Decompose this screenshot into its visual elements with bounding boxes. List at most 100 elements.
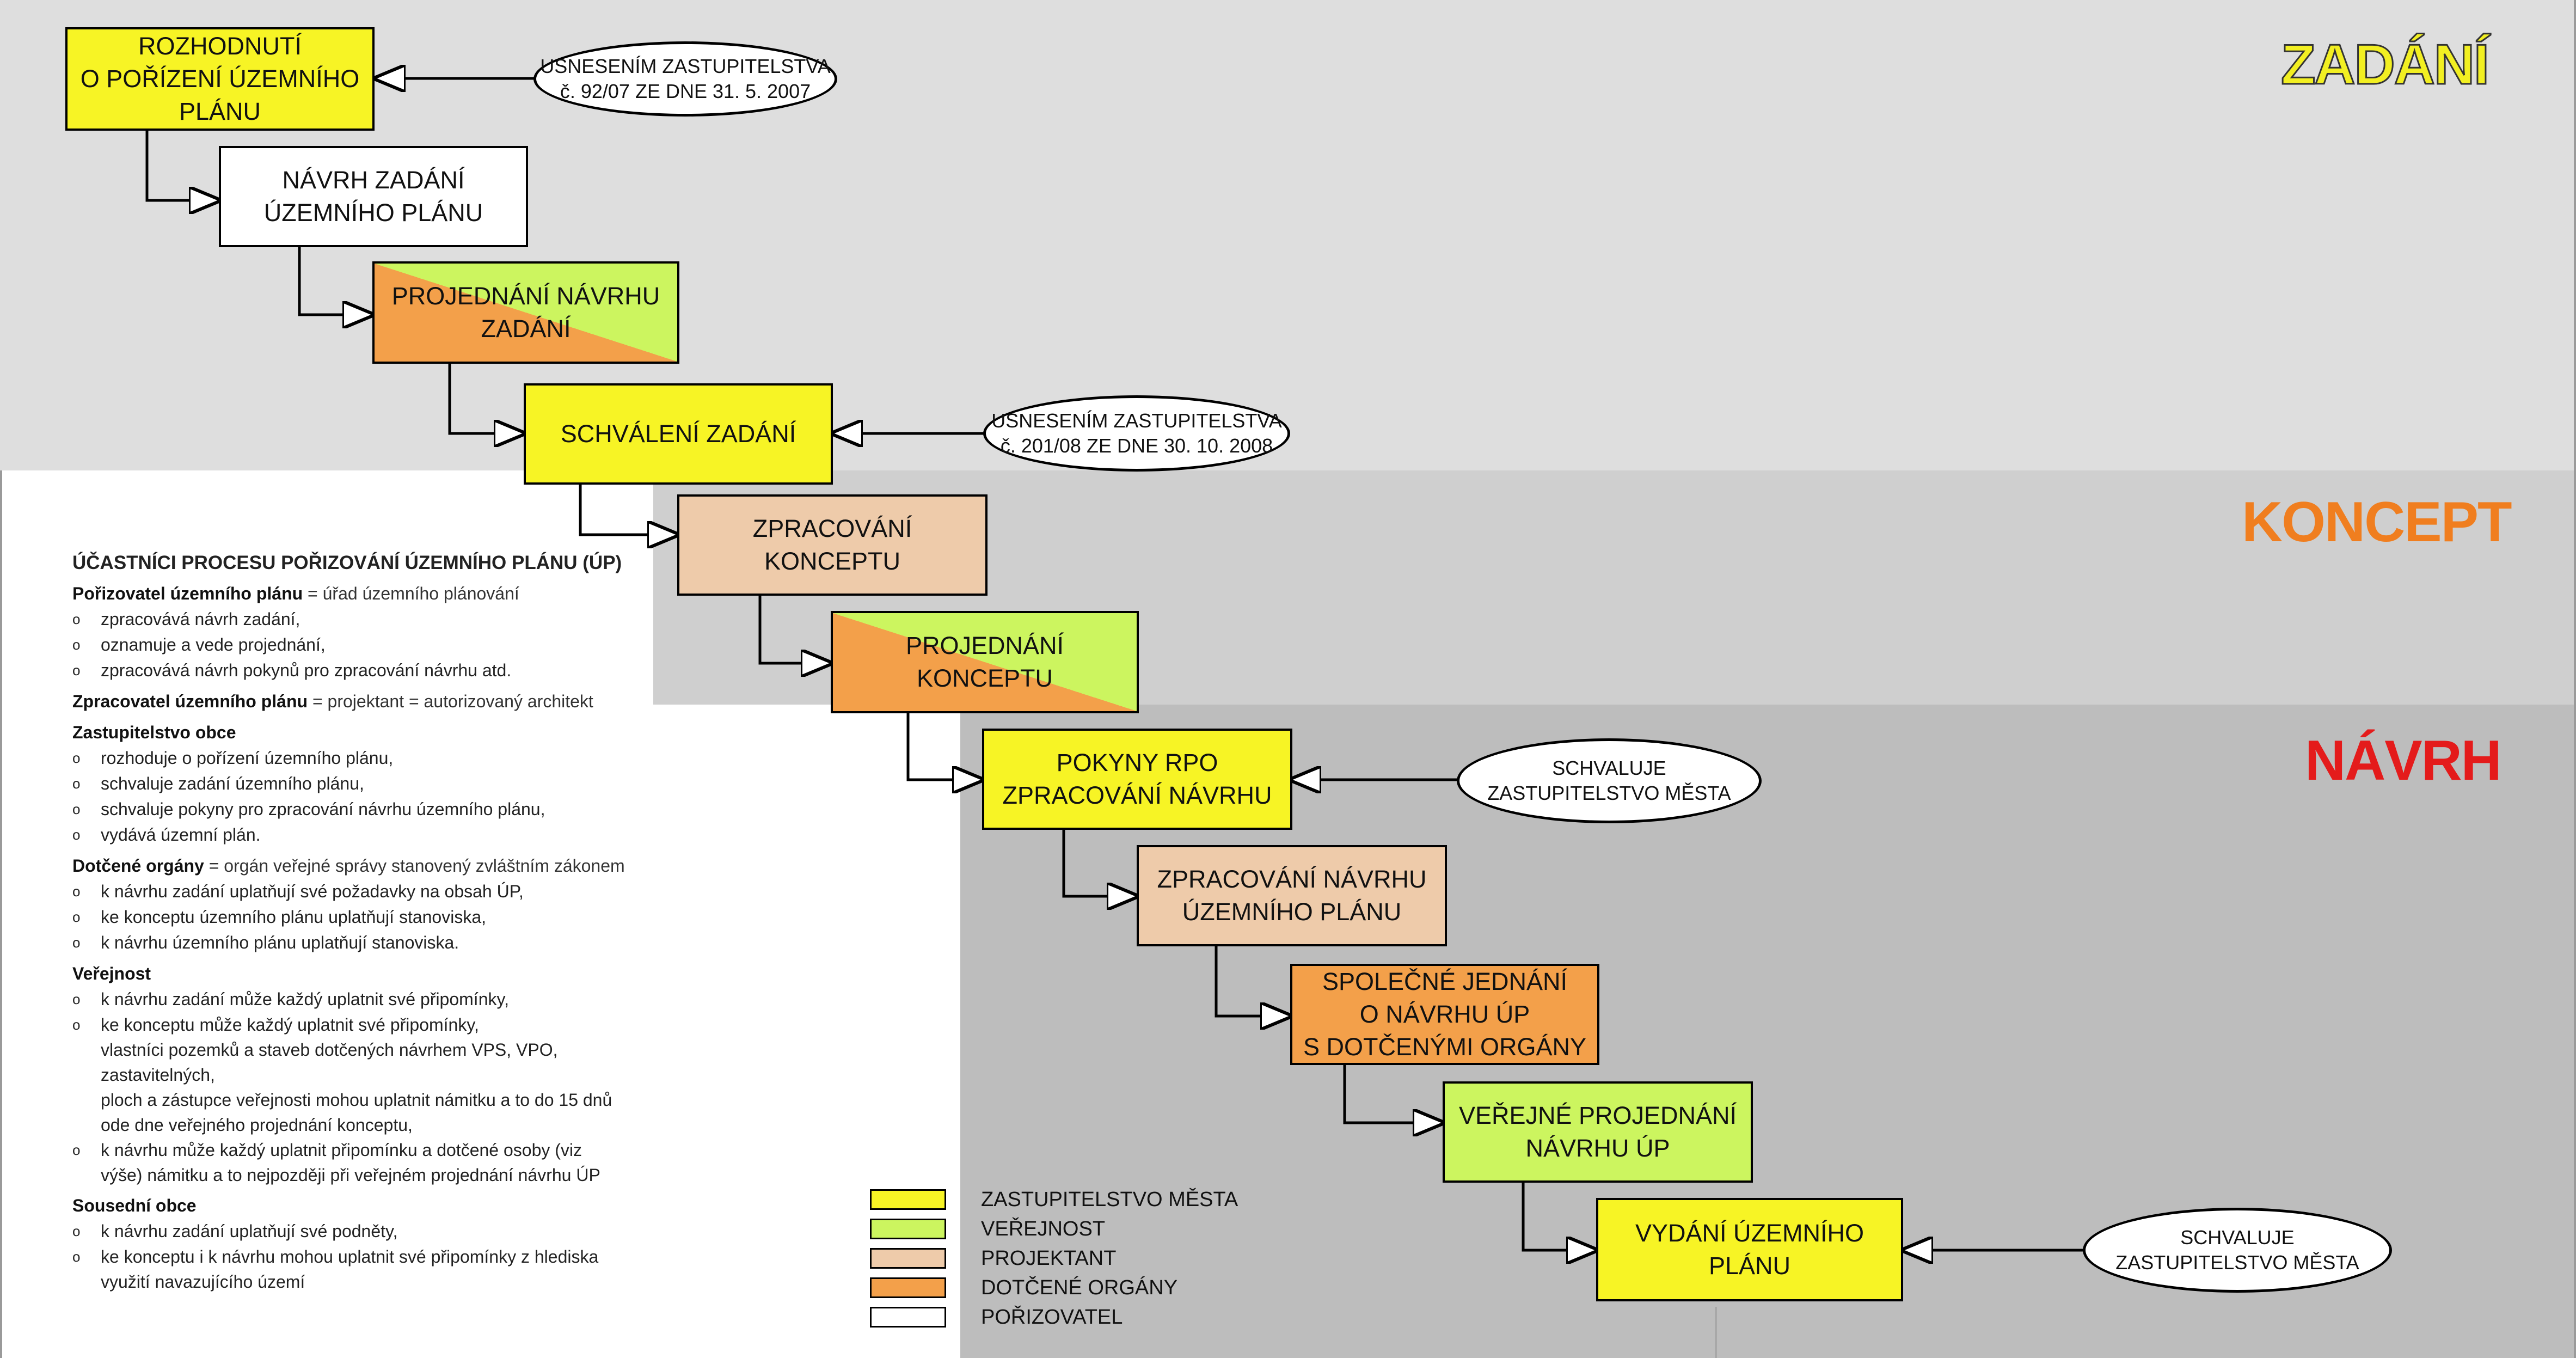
participant-groups: Pořizovatel územního plánu = úřad územní… xyxy=(72,581,677,1294)
duty-text: rozhoduje o pořízení územního plánu, xyxy=(101,748,394,768)
legend-swatch xyxy=(870,1219,946,1239)
bullet-icon: o xyxy=(72,827,81,843)
step-label: SCHVÁLENÍ ZADÁNÍ xyxy=(560,420,796,448)
participant-duty: o oznamuje a vede projednání, xyxy=(72,632,677,658)
step-label: PROJEDNÁNÍ KONCEPTU xyxy=(905,632,1064,692)
bullet-icon: o xyxy=(72,637,81,653)
connector-5-6 xyxy=(758,596,831,663)
participant-duty: o vydává územní plán. xyxy=(72,822,677,848)
bullet-icon: o xyxy=(72,1017,81,1033)
participant-group-heading: Sousední obce xyxy=(72,1193,677,1219)
step-draft-processing[interactable]: ZPRACOVÁNÍ NÁVRHU ÚZEMNÍHO PLÁNU xyxy=(1137,845,1447,946)
bullet-icon: o xyxy=(72,1142,81,1158)
step-plan-issue[interactable]: VYDÁNÍ ÚZEMNÍHO PLÁNU xyxy=(1596,1198,1903,1301)
duty-text: oznamuje a vede projednání, xyxy=(101,635,326,654)
participant-duty: o schvaluje zadání územního plánu, xyxy=(72,771,677,797)
connector-4-5 xyxy=(579,481,677,535)
bullet-icon: o xyxy=(72,991,81,1007)
bullet-icon: o xyxy=(72,750,81,766)
duty-text: ke konceptu může každý uplatnit své přip… xyxy=(101,1015,612,1135)
legend-label: DOTČENÉ ORGÁNY xyxy=(981,1276,1178,1299)
bullet-icon: o xyxy=(72,611,81,627)
step-assignment-draft[interactable]: NÁVRH ZADÁNÍ ÚZEMNÍHO PLÁNU xyxy=(219,146,528,247)
step-assignment-approval[interactable]: SCHVÁLENÍ ZADÁNÍ xyxy=(524,383,833,485)
step-joint-meeting[interactable]: SPOLEČNÉ JEDNÁNÍ O NÁVRHU ÚP S DOTČENÝMI… xyxy=(1290,964,1599,1065)
connector-2-3 xyxy=(298,247,372,315)
participant-group-heading: Zastupitelstvo obce xyxy=(72,720,677,745)
connector-10-11 xyxy=(1522,1183,1596,1250)
participant-name: Veřejnost xyxy=(72,964,151,983)
participant-description: = orgán veřejné správy stanovený zvláštn… xyxy=(204,856,625,876)
step-public-discussion[interactable]: VEŘEJNÉ PROJEDNÁNÍ NÁVRHU ÚP xyxy=(1443,1081,1753,1183)
approval-note: SCHVALUJE ZASTUPITELSTVO MĚSTA xyxy=(2083,1208,2392,1293)
participant-name: Dotčené orgány xyxy=(72,856,204,876)
participants-title: ÚČASTNÍCI PROCESU POŘIZOVÁNÍ ÚZEMNÍHO PL… xyxy=(72,552,622,573)
participant-duty: o zpracovává návrh pokynů pro zpracování … xyxy=(72,658,677,683)
participants-panel: ÚČASTNÍCI PROCESU POŘIZOVÁNÍ ÚZEMNÍHO PL… xyxy=(72,550,677,1294)
connector-9-10 xyxy=(1343,1064,1443,1123)
approval-note: SCHVALUJE ZASTUPITELSTVO MĚSTA xyxy=(1457,738,1762,823)
duty-text: k návrhu zadání uplatňují své podněty, xyxy=(101,1221,398,1241)
duty-text: k návrhu může každý uplatnit připomínku … xyxy=(101,1140,600,1185)
legend-label: PROJEKTANT xyxy=(981,1247,1117,1270)
legend-swatch xyxy=(870,1277,946,1298)
legend-label: POŘIZOVATEL xyxy=(981,1306,1123,1329)
participant-description: = projektant = autorizovaný architekt xyxy=(308,692,593,711)
step-decision[interactable]: ROZHODNUTÍ O POŘÍZENÍ ÚZEMNÍHO PLÁNU xyxy=(65,27,375,131)
duty-text: k návrhu územního plánu uplatňují stanov… xyxy=(101,933,459,952)
step-label: NÁVRH ZADÁNÍ ÚZEMNÍHO PLÁNU xyxy=(263,166,483,227)
participant-duty: o rozhoduje o pořízení územního plánu, xyxy=(72,745,677,771)
legend-label: ZASTUPITELSTVO MĚSTA xyxy=(981,1188,1238,1211)
participant-group-heading: Veřejnost xyxy=(72,961,677,987)
step-label: ZPRACOVÁNÍ KONCEPTU xyxy=(752,515,912,575)
bottom-divider xyxy=(1715,1307,1717,1358)
step-label: SPOLEČNÉ JEDNÁNÍ O NÁVRHU ÚP S DOTČENÝMI… xyxy=(1303,968,1587,1061)
participant-description: = úřad územního plánování xyxy=(303,584,519,603)
participant-duty: o zpracovává návrh zadání, xyxy=(72,607,677,632)
resolution-note: USNESENÍM ZASTUPITELSTVA č. 201/08 ZE DN… xyxy=(983,395,1290,472)
connector-6-7 xyxy=(906,712,982,780)
duty-text: schvaluje zadání územního plánu, xyxy=(101,774,364,793)
bullet-icon: o xyxy=(72,909,81,925)
phase-title-navrh: NÁVRH xyxy=(2305,729,2502,792)
white-panel-edge xyxy=(0,470,2,1358)
legend-label: VEŘEJNOST xyxy=(981,1218,1106,1240)
bullet-icon: o xyxy=(72,1249,81,1265)
step-concept-discussion[interactable]: PROJEDNÁNÍ KONCEPTU xyxy=(831,611,1139,713)
participant-duty: o k návrhu územního plánu uplatňují stano… xyxy=(72,930,677,956)
step-assignment-discussion[interactable]: PROJEDNÁNÍ NÁVRHU ZADÁNÍ xyxy=(372,261,679,364)
participant-duty: o ke konceptu i k návrhu mohou uplatnit s… xyxy=(72,1244,677,1294)
bullet-icon: o xyxy=(72,775,81,792)
step-concept-processing[interactable]: ZPRACOVÁNÍ KONCEPTU xyxy=(677,494,988,596)
legend-swatch xyxy=(870,1189,946,1210)
duty-text: zpracovává návrh zadání, xyxy=(101,609,300,629)
step-draft-instructions[interactable]: POKYNY RPO ZPRACOVÁNÍ NÁVRHU xyxy=(982,729,1292,830)
bullet-icon: o xyxy=(72,662,81,678)
participant-group-heading: Dotčené orgány = orgán veřejné správy st… xyxy=(72,853,677,879)
legend-swatch xyxy=(870,1248,946,1269)
connector-7-8 xyxy=(1062,830,1137,896)
step-label: PROJEDNÁNÍ NÁVRHU ZADÁNÍ xyxy=(391,282,660,342)
participant-name: Pořizovatel územního plánu xyxy=(72,584,303,603)
step-label: ZPRACOVÁNÍ NÁVRHU ÚZEMNÍHO PLÁNU xyxy=(1157,865,1427,926)
duty-text: ke konceptu i k návrhu mohou uplatnit sv… xyxy=(101,1247,599,1292)
step-label: VYDÁNÍ ÚZEMNÍHO PLÁNU xyxy=(1635,1219,1864,1280)
participant-name: Zpracovatel územního plánu xyxy=(72,692,308,711)
bullet-icon: o xyxy=(72,934,81,951)
phase-title-zadani: ZADÁNÍ xyxy=(2280,33,2491,97)
bullet-icon: o xyxy=(72,1223,81,1239)
duty-text: vydává územní plán. xyxy=(101,825,261,845)
resolution-note: USNESENÍM ZASTUPITELSTVA č. 92/07 ZE DNE… xyxy=(533,41,837,117)
duty-text: zpracovává návrh pokynů pro zpracování n… xyxy=(101,660,512,680)
right-edge-line xyxy=(2574,0,2576,1358)
connector-1-2 xyxy=(145,130,219,200)
legend-swatch xyxy=(870,1307,946,1328)
step-label: ROZHODNUTÍ O POŘÍZENÍ ÚZEMNÍHO PLÁNU xyxy=(80,32,360,125)
participant-duty: o k návrhu může každý uplatnit připomínku… xyxy=(72,1137,677,1188)
duty-text: k návrhu zadání uplatňují své požadavky … xyxy=(101,882,524,901)
